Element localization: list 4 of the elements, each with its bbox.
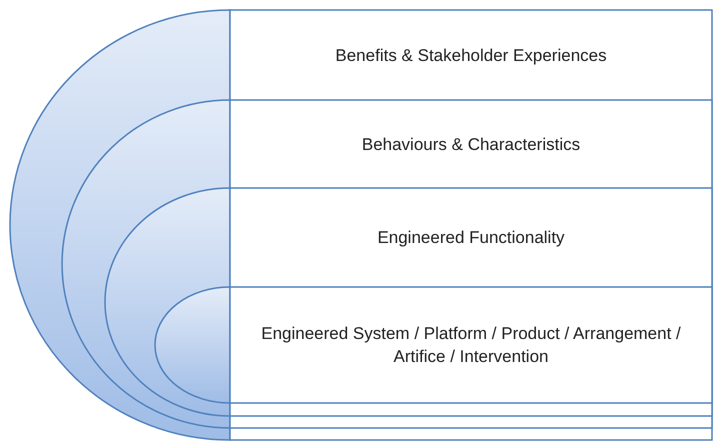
band-label: Benefits & Stakeholder Experiences — [335, 44, 607, 66]
band-label: Behaviours & Characteristics — [362, 134, 580, 156]
band-label: Engineered Functionality — [377, 227, 565, 249]
band-label: Engineered System / Platform / Product / Arrangement / Artifice / Intervention — [260, 323, 682, 368]
